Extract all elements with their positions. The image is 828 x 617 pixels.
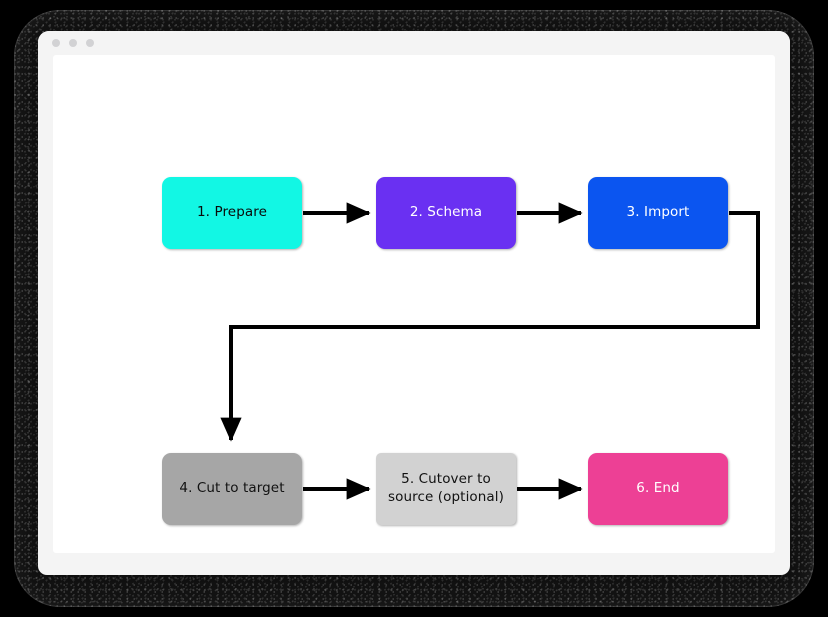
flow-node-schema[interactable]: 2. Schema [376, 177, 516, 249]
flow-node-prepare[interactable]: 1. Prepare [162, 177, 302, 249]
edge-import-cut [220, 211, 760, 442]
window-titlebar[interactable] [38, 31, 790, 55]
flow-node-cut-to-target[interactable]: 4. Cut to target [162, 453, 302, 525]
window-dot-maximize-icon[interactable] [86, 39, 94, 47]
flow-connectors [220, 202, 760, 500]
diagram-canvas[interactable]: 1. Prepare 2. Schema 3. Import 4. Cut to… [53, 55, 775, 553]
flow-node-cutover-to-source[interactable]: 5. Cutover to source (optional) [376, 453, 516, 525]
window-dot-close-icon[interactable] [52, 39, 60, 47]
app-window: 1. Prepare 2. Schema 3. Import 4. Cut to… [38, 31, 790, 575]
flow-node-import[interactable]: 3. Import [588, 177, 728, 249]
window-dot-minimize-icon[interactable] [69, 39, 77, 47]
flow-node-end[interactable]: 6. End [588, 453, 728, 525]
